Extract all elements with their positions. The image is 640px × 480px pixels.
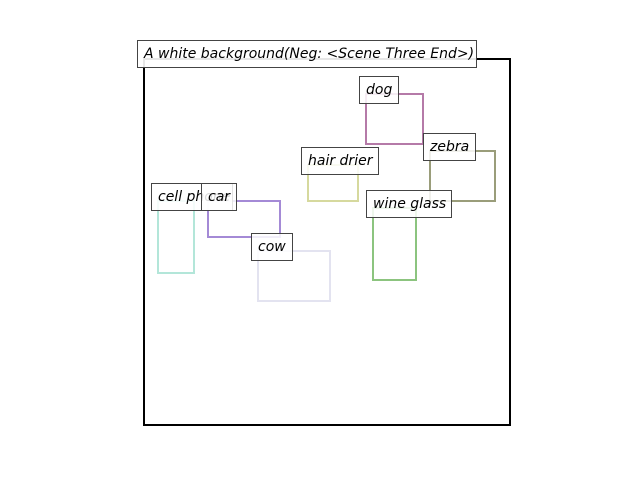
zebra-label: zebra — [423, 133, 476, 161]
cow-label: cow — [251, 233, 293, 261]
wine-glass-label: wine glass — [366, 190, 452, 218]
diagram-title: A white background(Neg: <Scene Three End… — [137, 40, 477, 68]
scene-frame — [143, 58, 511, 426]
dog-label: dog — [359, 76, 399, 104]
cell-phone-box — [157, 200, 195, 274]
car-label: car — [201, 183, 237, 211]
car-box — [207, 200, 281, 238]
wine-glass-box — [372, 207, 417, 281]
hair-drier-label: hair drier — [301, 147, 379, 175]
cow-box — [257, 250, 331, 302]
